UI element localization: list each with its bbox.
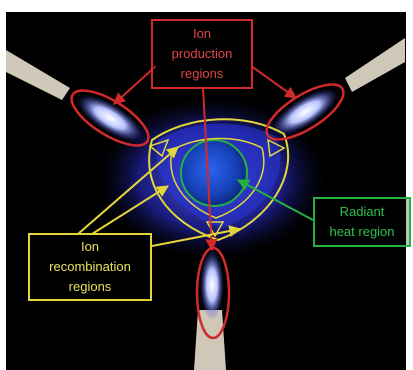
ion-production-line-2: production [153,44,251,64]
ion-recombination-label: Ion recombination regions [28,233,152,301]
production-leader-right [251,66,296,98]
ion-production-label: Ion production regions [151,19,253,89]
ion-recombination-line-2: recombination [30,257,150,277]
production-leader-left [114,66,156,104]
ion-recombination-line-1: Ion [30,237,150,257]
jet-bottom [200,250,224,320]
radiant-core [181,140,247,206]
nozzle-right [345,38,405,92]
radiant-heat-line-2: heat region [315,222,409,242]
ion-production-line-3: regions [153,64,251,84]
radiant-heat-label: Radiant heat region [313,197,411,247]
nozzle-left [6,50,70,100]
ion-recombination-line-3: regions [30,277,150,297]
radiant-heat-line-1: Radiant [315,202,409,222]
ion-production-line-1: Ion [153,24,251,44]
